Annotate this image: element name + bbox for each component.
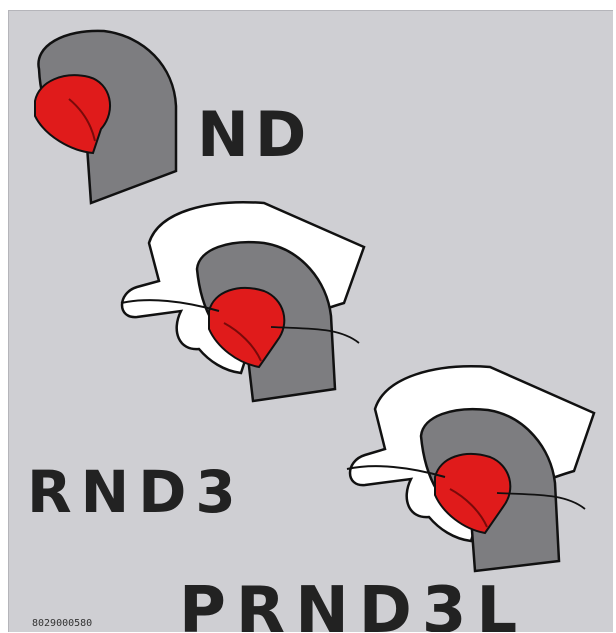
shift-knob-1 xyxy=(35,31,176,203)
figure-reference-code: 8029000580 xyxy=(32,618,92,629)
gear-label-rnd3: RND3 xyxy=(27,463,245,521)
shift-knob-2 xyxy=(121,202,364,401)
shift-knob-3 xyxy=(347,366,594,571)
gear-label-nd: ND xyxy=(197,104,312,166)
gear-shift-illustration: ND RND3 PRND3L 8029000580 xyxy=(8,10,613,632)
gear-label-prnd3l: PRND3L xyxy=(179,579,527,632)
